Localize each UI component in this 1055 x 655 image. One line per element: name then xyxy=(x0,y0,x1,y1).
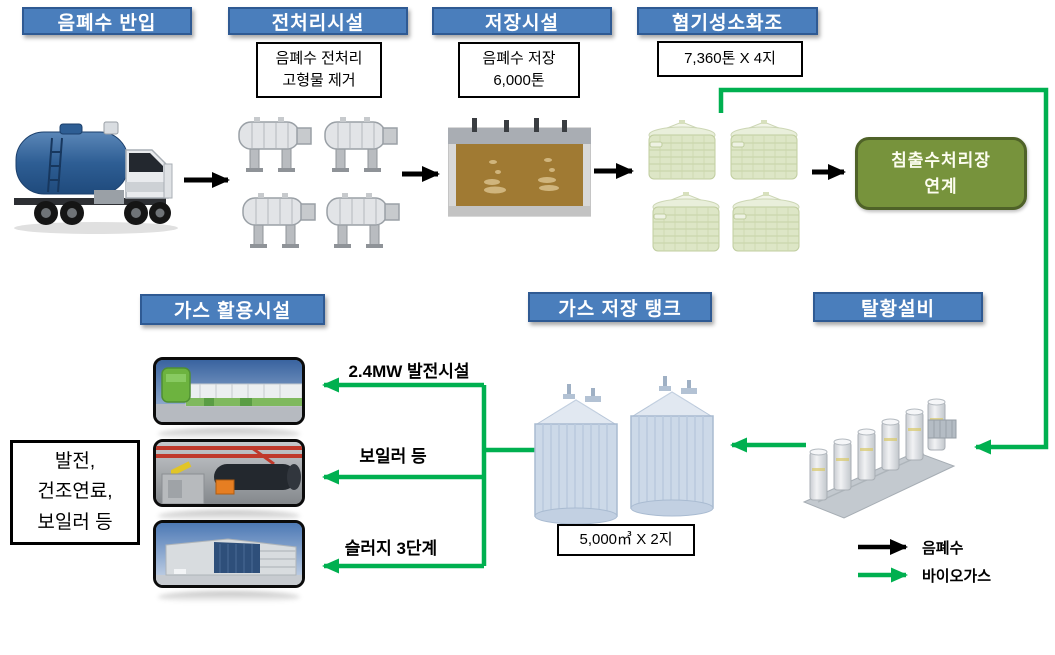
stage-header-gas-use-label: 가스 활용시설 xyxy=(173,301,292,322)
wastewater-arrows xyxy=(184,163,846,188)
gas-uses-line2: 건조연료, xyxy=(37,481,113,503)
sludge-building-photo-image xyxy=(156,523,302,585)
boiler-room-photo-reflection xyxy=(158,510,300,522)
stage-header-desulfurization: 탈황설비 xyxy=(813,292,983,322)
pretreatment-note-line2: 고형물 제거 xyxy=(282,72,356,89)
power-plant-photo-reflection xyxy=(158,428,300,440)
gas-uses-line1: 발전, xyxy=(54,450,96,472)
decanter-centrifuges-icon xyxy=(238,116,400,249)
tanker-truck-icon xyxy=(14,121,178,234)
gas-tank-note: 5,000㎥ X 2지 xyxy=(557,524,695,556)
output-label-sludge-text: 슬러지 3단계 xyxy=(344,539,438,558)
boiler-room-photo xyxy=(153,439,305,507)
power-plant-photo-image xyxy=(156,360,302,422)
decanter-centrifuges-illustration xyxy=(238,112,402,254)
tanker-truck-illustration xyxy=(8,112,183,237)
digester-note-text: 7,360톤 X 4지 xyxy=(684,50,776,68)
stage-header-digester-label: 혐기성소화조 xyxy=(672,12,783,34)
leachate-link-box: 침출수처리장 연계 xyxy=(855,137,1027,210)
legend-wastewater-label: 음폐수 xyxy=(922,537,963,558)
leachate-link-line2: 연계 xyxy=(924,176,958,196)
storage-note-line1: 음폐수 저장 xyxy=(482,50,556,68)
legend-biogas-text: 바이오가스 xyxy=(922,568,992,585)
pretreatment-note: 음폐수 전처리 고형물 제거 xyxy=(256,42,382,98)
digester-note: 7,360톤 X 4지 xyxy=(657,41,803,77)
stage-header-pretreatment-label: 전처리시설 xyxy=(271,12,365,34)
boiler-room-photo-image xyxy=(156,442,302,504)
desulfurization-towers-illustration xyxy=(796,390,960,522)
gas-holder-tanks-icon xyxy=(534,376,714,524)
stage-header-storage: 저장시설 xyxy=(432,7,612,35)
gas-uses-box: 발전, 건조연료, 보일러 등 xyxy=(10,440,140,545)
storage-basin-illustration xyxy=(448,118,591,220)
legend-biogas-label: 바이오가스 xyxy=(922,565,991,586)
stage-header-gas-tank-label: 가스 저장 탱크 xyxy=(558,298,682,320)
biogas-arrows xyxy=(322,87,1049,574)
power-plant-photo xyxy=(153,357,305,425)
leachate-link-line1: 침출수처리장 xyxy=(891,151,991,170)
legend-wastewater-text: 음폐수 xyxy=(922,540,964,557)
output-label-power: 2.4MW 발전시설 xyxy=(330,357,488,382)
gas-tank-note-text: 5,000㎥ X 2지 xyxy=(579,531,673,549)
stage-header-pretreatment: 전처리시설 xyxy=(228,7,408,35)
stage-header-digester: 혐기성소화조 xyxy=(637,7,818,35)
output-label-power-text: 2.4MW 발전시설 xyxy=(348,362,470,381)
desulfurization-towers-icon xyxy=(802,398,957,519)
sludge-building-photo-reflection xyxy=(158,591,300,603)
stage-header-storage-label: 저장시설 xyxy=(485,12,559,34)
stage-header-gas-use: 가스 활용시설 xyxy=(140,294,325,325)
storage-note: 음폐수 저장 6,000톤 xyxy=(458,42,580,98)
stage-header-intake-label: 음폐수 반입 xyxy=(57,12,157,34)
storage-note-line2: 6,000톤 xyxy=(493,72,545,89)
digester-tanks-icon xyxy=(648,119,800,252)
output-label-boiler-text: 보일러 등 xyxy=(359,447,427,466)
sludge-building-photo xyxy=(153,520,305,588)
output-label-sludge: 슬러지 3단계 xyxy=(325,534,457,559)
stage-header-gas-tank: 가스 저장 탱크 xyxy=(528,292,712,322)
stage-header-intake: 음폐수 반입 xyxy=(22,7,192,35)
stage-header-desulfurization-label: 탈황설비 xyxy=(861,298,935,320)
output-label-boiler: 보일러 등 xyxy=(328,442,458,467)
gas-holder-tanks-illustration xyxy=(533,376,715,524)
digester-tanks-illustration xyxy=(644,118,802,254)
pretreatment-note-line1: 음폐수 전처리 xyxy=(275,50,363,68)
storage-basin-icon xyxy=(448,118,591,217)
gas-uses-line3: 보일러 등 xyxy=(37,511,113,533)
